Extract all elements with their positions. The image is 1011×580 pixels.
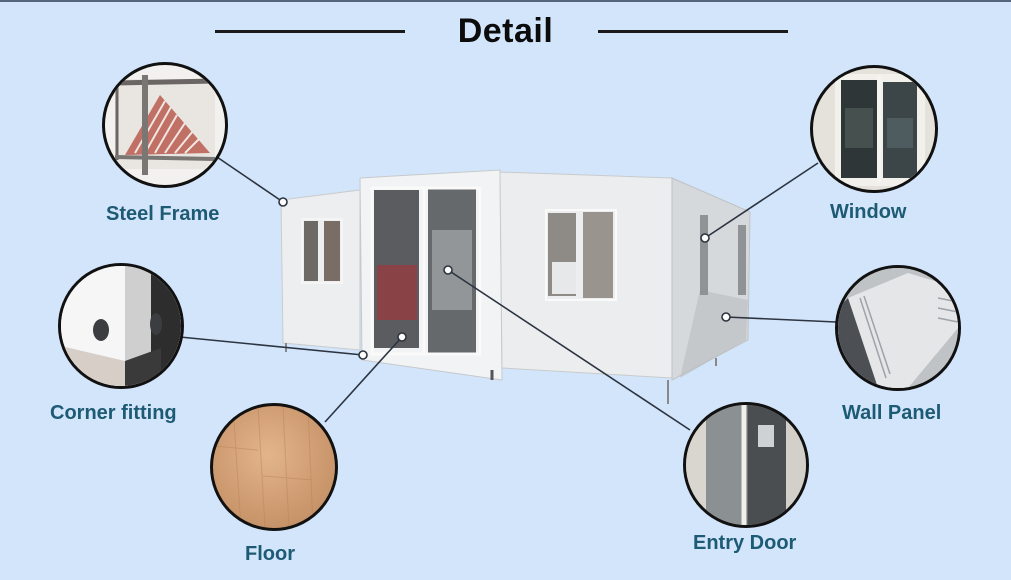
- floor-photo-icon: [210, 403, 338, 531]
- window-label: Window: [830, 201, 907, 223]
- top-border: [0, 0, 1011, 2]
- wall-panel-photo-icon: [835, 265, 961, 391]
- steel-frame-label: Steel Frame: [106, 203, 220, 225]
- title-rule-right: [598, 30, 788, 33]
- title-rule-left: [215, 30, 405, 33]
- entry-door-photo-icon: [683, 402, 809, 528]
- corner-fitting-photo-icon: [58, 263, 184, 389]
- floor-label: Floor: [245, 543, 295, 565]
- window-photo-icon: [810, 65, 938, 193]
- entry-door-label: Entry Door: [693, 532, 797, 554]
- wall-panel-label: Wall Panel: [842, 402, 942, 424]
- corner-fitting-label: Corner fitting: [50, 402, 177, 424]
- page-title: Detail: [457, 12, 554, 50]
- steel-frame-photo-icon: [102, 62, 228, 188]
